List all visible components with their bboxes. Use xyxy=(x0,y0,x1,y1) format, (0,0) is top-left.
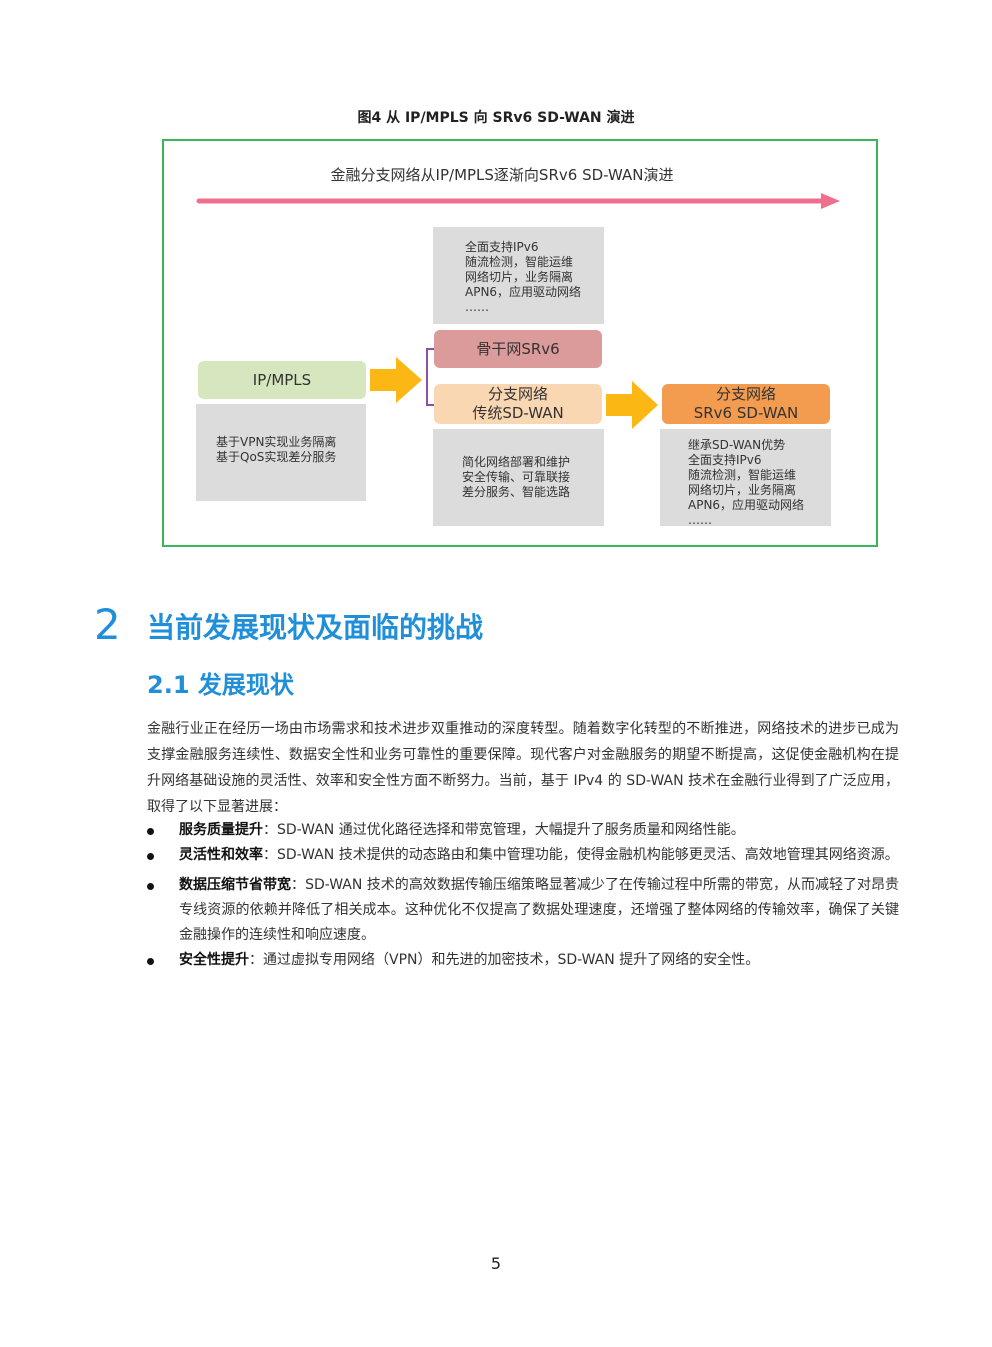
box-branch-srv6: 分支网络 SRv6 SD-WAN xyxy=(662,384,830,424)
bullet-term: 灵活性和效率 xyxy=(179,847,263,863)
note-line: 基于QoS实现差分服务 xyxy=(216,450,337,464)
note-line: 安全传输、可靠联接 xyxy=(462,470,571,484)
bullet-separator: ： xyxy=(263,847,277,863)
note-line: 随流检测，智能运维 xyxy=(465,255,574,269)
figure-frame xyxy=(162,139,878,547)
block-arrow xyxy=(370,357,422,403)
bullet-item: 数据压缩节省带宽：SD-WAN 技术的高效数据传输压缩策略显著减少了在传输过程中… xyxy=(147,873,899,948)
note-line: 网络切片，业务隔离 xyxy=(465,270,574,284)
bullet-text: SD-WAN 技术的高效数据传输压缩策略显著减少了在传输过程中所需的带宽，从而减… xyxy=(179,877,900,943)
note-line: …… xyxy=(688,513,712,527)
box-label: 传统SD-WAN xyxy=(472,404,564,422)
timeline-label: 金融分支网络从IP/MPLS逐渐向SRv6 SD-WAN演进 xyxy=(330,166,674,184)
note-ipmpls: 基于VPN实现业务隔离 基于QoS实现差分服务 xyxy=(196,404,366,501)
box-backbone-srv6: 骨干网SRv6 xyxy=(434,330,602,368)
box-branch-traditional: 分支网络 传统SD-WAN xyxy=(434,384,602,424)
bullet-dot-icon xyxy=(147,883,154,890)
note-traditional: 简化网络部署和维护 安全传输、可靠联接 差分服务、智能选路 xyxy=(433,429,604,526)
bullet-text: 通过虚拟专用网络（VPN）和先进的加密技术，SD-WAN 提升了网络的安全性。 xyxy=(263,952,760,968)
bullet-item: 服务质量提升：SD-WAN 通过优化路径选择和带宽管理，大幅提升了服务质量和网络… xyxy=(147,818,899,843)
note-line: 继承SD-WAN优势 xyxy=(688,438,786,452)
bullet-list: 服务质量提升：SD-WAN 通过优化路径选择和带宽管理，大幅提升了服务质量和网络… xyxy=(147,818,899,973)
section-number: 2 xyxy=(94,600,121,649)
bullet-separator: ： xyxy=(249,952,263,968)
box-label: SRv6 SD-WAN xyxy=(693,404,799,422)
bullet-separator: ： xyxy=(263,822,277,838)
note-line: 随流检测，智能运维 xyxy=(688,468,797,482)
note-line: 全面支持IPv6 xyxy=(688,453,762,467)
figure-caption: 图4 从 IP/MPLS 向 SRv6 SD-WAN 演进 xyxy=(357,110,635,126)
note-line: 基于VPN实现业务隔离 xyxy=(216,435,337,449)
body-paragraph: 金融行业正在经历一场由市场需求和技术进步双重推动的深度转型。随着数字化转型的不断… xyxy=(147,721,899,815)
note-line: APN6，应用驱动网络 xyxy=(688,498,805,512)
note-line: …… xyxy=(465,300,489,314)
note-line: 差分服务、智能选路 xyxy=(462,485,571,499)
note-srv6: 继承SD-WAN优势 全面支持IPv6 随流检测，智能运维 网络切片，业务隔离 … xyxy=(660,429,831,527)
bullet-dot-icon xyxy=(147,828,154,835)
note-line: 网络切片，业务隔离 xyxy=(688,483,797,497)
bullet-dot-icon xyxy=(147,958,154,965)
subsection-title: 2.1 发展现状 xyxy=(147,671,294,699)
note-line: 简化网络部署和维护 xyxy=(462,455,571,469)
box-label: 分支网络 xyxy=(715,385,776,403)
bullet-dot-icon xyxy=(147,853,154,860)
bullet-text: SD-WAN 技术提供的动态路由和集中管理功能，使得金融机构能够更灵活、高效地管… xyxy=(277,847,899,863)
section-title: 当前发展现状及面临的挑战 xyxy=(147,611,484,644)
bullet-text: SD-WAN 通过优化路径选择和带宽管理，大幅提升了服务质量和网络性能。 xyxy=(277,822,745,838)
box-label: IP/MPLS xyxy=(252,370,312,389)
note-top: 全面支持IPv6 随流检测，智能运维 网络切片，业务隔离 APN6，应用驱动网络… xyxy=(433,227,604,324)
bullet-item: 灵活性和效率：SD-WAN 技术提供的动态路由和集中管理功能，使得金融机构能够更… xyxy=(147,843,899,868)
bullet-term: 服务质量提升 xyxy=(179,822,263,838)
bullet-separator: ： xyxy=(291,877,306,893)
bracket-connector xyxy=(426,348,435,406)
bullet-term: 数据压缩节省带宽 xyxy=(179,877,292,893)
box-label: 分支网络 xyxy=(487,385,548,403)
bullet-term: 安全性提升 xyxy=(179,952,249,968)
page-number: 5 xyxy=(490,1254,502,1273)
box-label: 骨干网SRv6 xyxy=(476,339,560,358)
note-line: APN6，应用驱动网络 xyxy=(465,285,582,299)
timeline-arrow xyxy=(196,193,840,209)
bullet-item: 安全性提升：通过虚拟专用网络（VPN）和先进的加密技术，SD-WAN 提升了网络… xyxy=(147,948,899,973)
box-ipmpls: IP/MPLS xyxy=(198,361,366,399)
block-arrow xyxy=(606,381,658,429)
note-line: 全面支持IPv6 xyxy=(465,240,539,254)
